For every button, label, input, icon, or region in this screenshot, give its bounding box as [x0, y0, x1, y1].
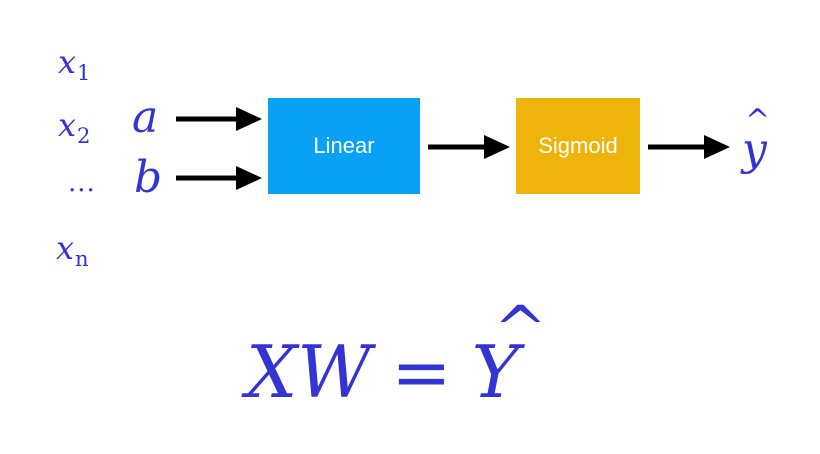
feature-x2-subscript: 2 — [77, 123, 91, 149]
equation-lhs: XW — [246, 330, 372, 414]
feature-x1: x1 — [58, 43, 90, 83]
sigmoid-block-label: Sigmoid — [538, 133, 618, 158]
equation-rhs-base: Y — [471, 330, 520, 414]
output-y: y — [742, 124, 767, 175]
feature-xn: xn — [56, 229, 89, 269]
feature-x2: x2 — [58, 106, 90, 146]
linear-block: Linear — [268, 98, 420, 194]
arrow-b-to-linear — [176, 166, 262, 190]
sigmoid-block: Sigmoid — [516, 98, 640, 194]
output-hat-symbol: ^ — [745, 103, 771, 138]
arrow-a-to-linear — [176, 107, 262, 131]
feature-xn-base: x — [56, 229, 75, 267]
feature-xn-subscript: n — [75, 246, 89, 272]
arrow-sigmoid-to-output — [648, 135, 730, 159]
output-y-hat: ^ y — [742, 106, 770, 172]
equation-equals: = — [391, 330, 452, 414]
arrow-linear-to-sigmoid — [428, 135, 510, 159]
feature-x2-base: x — [58, 106, 77, 144]
feature-x1-subscript: 1 — [77, 60, 91, 86]
equation-rhs-hat: ^ — [493, 293, 548, 367]
feature-ellipsis: ... — [68, 168, 96, 198]
input-a: a — [132, 92, 159, 143]
feature-x1-base: x — [58, 43, 77, 81]
linear-block-label: Linear — [313, 133, 375, 158]
equation-rhs: ^Y — [472, 298, 548, 408]
input-b: b — [134, 152, 163, 203]
equation: XW=^Y — [246, 298, 548, 408]
